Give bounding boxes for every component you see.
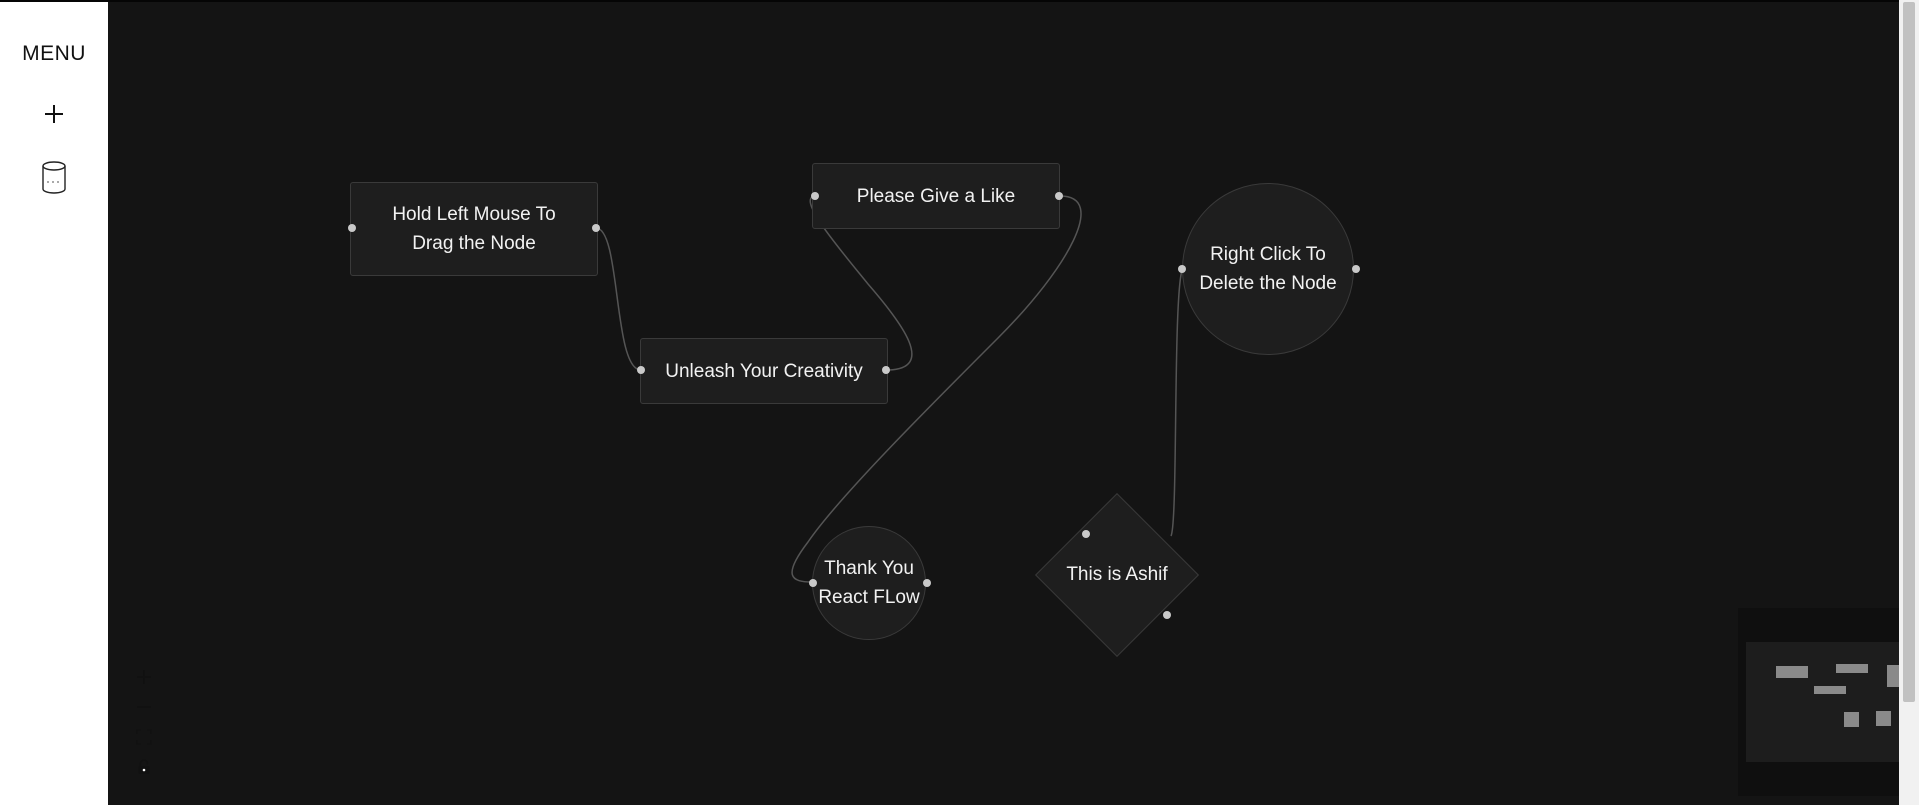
node-label: Right Click To Delete the Node [1199,244,1337,294]
node-handle[interactable] [923,579,931,587]
flow-controls [130,662,158,782]
node-handle[interactable] [1163,611,1171,619]
edge-thisis-to-rightclick [1170,269,1183,537]
lock-icon [138,759,150,774]
node-label: Thank You React FLow [818,558,920,608]
node-handle[interactable] [811,192,819,200]
node-handle[interactable] [348,224,356,232]
node-handle[interactable] [1352,265,1360,273]
zoom-in-button[interactable] [130,662,158,692]
lock-button[interactable] [130,752,158,782]
node-label: Hold Left Mouse To Drag the Node [392,204,556,254]
top-border [0,0,1919,2]
node-handle[interactable] [1178,265,1186,273]
node-unleash[interactable]: Unleash Your Creativity [640,338,888,404]
node-right-click[interactable]: Right Click To Delete the Node [1182,183,1354,355]
edge-hold-to-unleash [595,227,642,371]
database-button[interactable] [34,158,74,198]
minimap[interactable] [1738,608,1919,796]
zoom-out-button[interactable] [130,692,158,722]
minimap-viewport [1746,642,1919,762]
node-hold-left[interactable]: Hold Left Mouse To Drag the Node [350,182,598,276]
node-handle[interactable] [1082,530,1090,538]
fit-view-button[interactable] [130,722,158,752]
add-node-button[interactable] [34,94,74,134]
node-handle[interactable] [592,224,600,232]
plus-icon [45,105,63,123]
scrollbar[interactable] [1899,0,1919,805]
plus-icon [137,670,151,684]
edge-like-to-thankyou [791,195,1082,583]
node-this-is-label: This is Ashif [1066,564,1168,585]
minimap-node [1776,666,1808,678]
node-thank-you[interactable]: Thank You React FLow [812,526,926,640]
flow-canvas[interactable]: Hold Left Mouse To Drag the Node Please … [108,2,1919,805]
minimap-node [1814,686,1846,694]
minus-icon [137,706,151,708]
minimap-node [1836,664,1868,673]
sidebar: MENU [0,2,108,805]
fit-view-icon [136,729,152,745]
node-handle[interactable] [809,579,817,587]
node-handle[interactable] [637,366,645,374]
edges-layer [595,195,1183,583]
node-handle[interactable] [1055,192,1063,200]
node-handle[interactable] [882,366,890,374]
minimap-node [1876,711,1891,726]
menu-title: MENU [22,42,86,65]
node-please-like[interactable]: Please Give a Like [812,163,1060,229]
scrollbar-thumb[interactable] [1903,2,1915,702]
node-label: Please Give a Like [856,185,1016,207]
minimap-node [1844,712,1859,727]
node-label: Unleash Your Creativity [665,360,863,382]
database-icon [42,161,66,194]
